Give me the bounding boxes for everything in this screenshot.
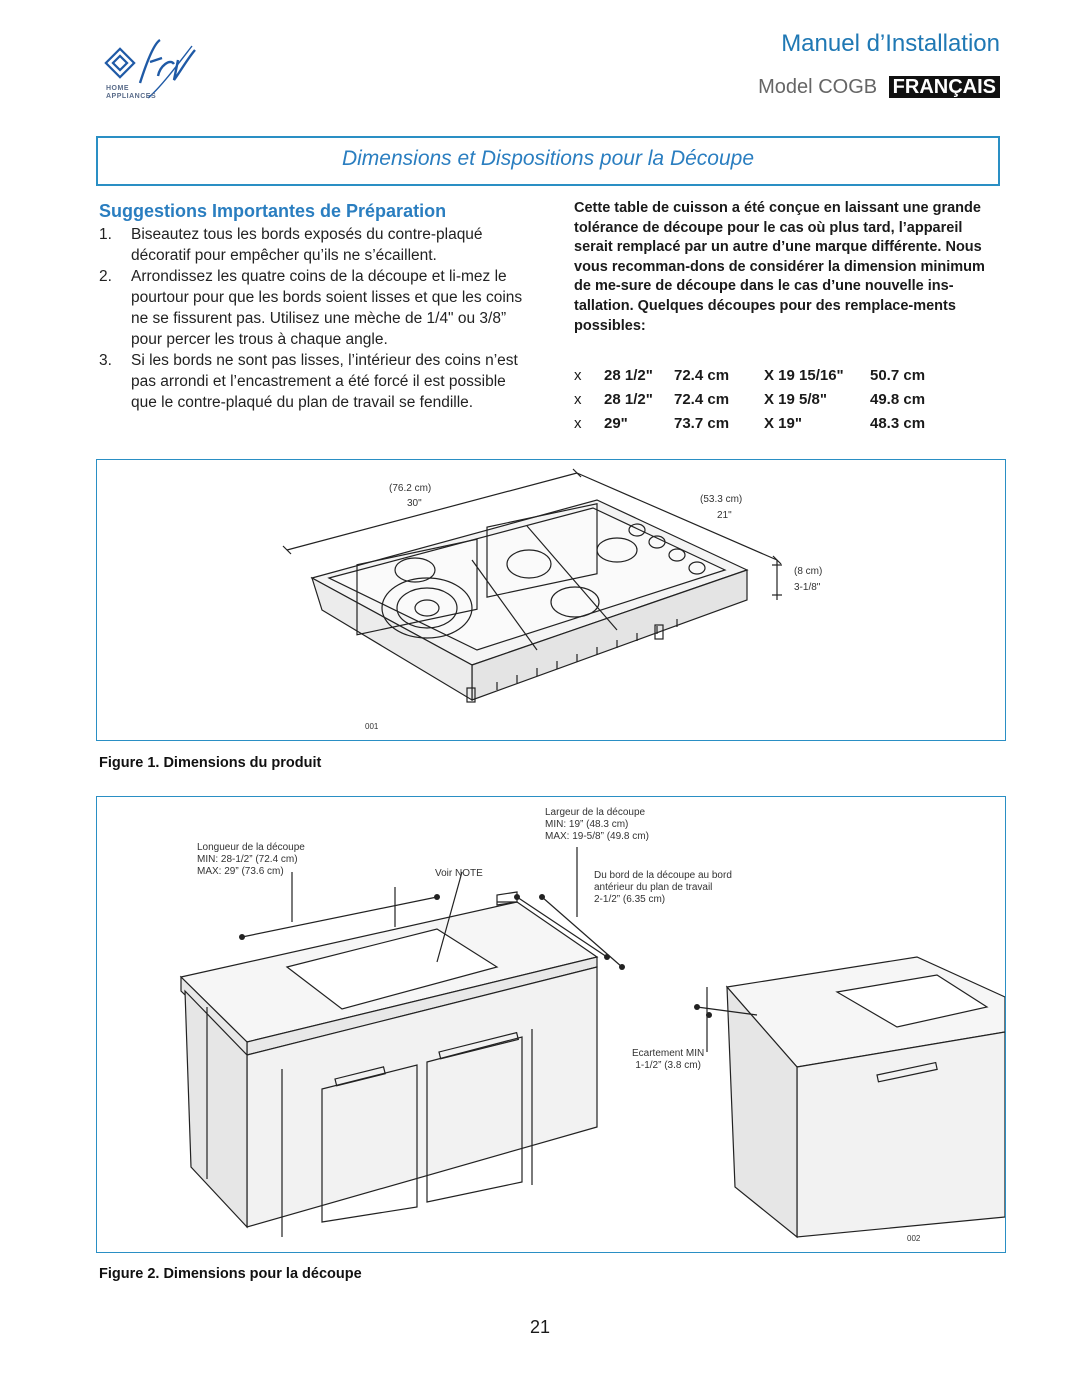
list-item: 1. Biseautez tous les bords exposés du c… bbox=[99, 224, 529, 266]
section-title-box: Dimensions et Dispositions pour la Décou… bbox=[96, 136, 1000, 186]
edge-line-2: antérieur du plan de travail bbox=[594, 882, 713, 893]
fcv-logo bbox=[100, 28, 210, 108]
gap-line-1: Ecartement MIN bbox=[632, 1048, 705, 1059]
note-label: Voir NOTE bbox=[435, 868, 483, 879]
row-bullet: x bbox=[574, 415, 582, 432]
dimension-row: x 29" 73.7 cm X 19" 48.3 cm bbox=[574, 415, 974, 439]
preparation-heading: Suggestions Importantes de Préparation bbox=[99, 201, 447, 221]
edge-line-1: Du bord de la découpe au bord bbox=[594, 870, 732, 881]
figure-1-box: (76.2 cm) 30" (53.3 cm) 21" (8 cm) 3-1/8… bbox=[96, 459, 1006, 741]
row-in1: 28 1/2" bbox=[604, 391, 653, 408]
preparation-list: 1. Biseautez tous les bords exposés du c… bbox=[99, 224, 529, 413]
width-cm-label: (76.2 cm) bbox=[389, 483, 432, 494]
dimension-row: x 28 1/2" 72.4 cm X 19 15/16" 50.7 cm bbox=[574, 367, 974, 391]
cutout-illustration bbox=[179, 847, 1006, 1239]
figure-2-box: Longueur de la découpe MIN: 28-1/2” (72.… bbox=[96, 796, 1006, 1253]
figure-1-code: 001 bbox=[365, 722, 379, 731]
dimension-row: x 28 1/2" 72.4 cm X 19 5/8" 49.8 cm bbox=[574, 391, 974, 415]
item-text: Arrondissez les quatre coins de la décou… bbox=[131, 268, 523, 348]
logo-subtitle: HOME APPLIANCES bbox=[106, 85, 156, 101]
item-number: 2. bbox=[99, 268, 112, 285]
width-in-label: 30" bbox=[407, 498, 422, 509]
row-in1: 28 1/2" bbox=[604, 367, 653, 384]
row-cm1: 73.7 cm bbox=[674, 415, 730, 432]
model-line: Model COGB FRANÇAIS bbox=[758, 76, 1000, 99]
depth-in-label: 21" bbox=[717, 510, 732, 521]
length-label: Longueur de la découpe MIN: 28-1/2” (72.… bbox=[197, 842, 305, 878]
gap-line-2: 1-1/2” (3.8 cm) bbox=[635, 1060, 701, 1071]
list-item: 3. Si les bords ne sont pas lisses, l’in… bbox=[99, 350, 529, 413]
row-cm2: 48.3 cm bbox=[870, 415, 926, 432]
section-title: Dimensions et Dispositions pour la Décou… bbox=[341, 147, 755, 170]
row-bullet: x bbox=[574, 367, 582, 384]
width-title: Largeur de la découpe bbox=[545, 807, 646, 818]
item-number: 1. bbox=[99, 226, 112, 243]
row-in2: X 19 5/8" bbox=[764, 391, 827, 408]
gap-label: Ecartement MIN 1-1/2” (3.8 cm) bbox=[632, 1048, 704, 1072]
cooktop-illustration bbox=[282, 468, 782, 703]
page-number: 21 bbox=[529, 1317, 551, 1337]
manual-title: Manuel d’Installation bbox=[781, 30, 1000, 57]
height-in-label: 3-1/8" bbox=[794, 582, 821, 593]
edge-distance-label: Du bord de la découpe au bord antérieur … bbox=[594, 870, 732, 906]
item-text: Si les bords ne sont pas lisses, l’intér… bbox=[131, 352, 518, 411]
figure-1-caption: Figure 1. Dimensions du produit bbox=[99, 755, 322, 771]
width-label: Largeur de la découpe MIN: 19” (48.3 cm)… bbox=[545, 807, 649, 843]
logo-home: HOME bbox=[106, 85, 129, 92]
model-label: Model bbox=[758, 76, 813, 98]
length-max: MAX: 29” (73.6 cm) bbox=[197, 866, 284, 877]
width-min: MIN: 19” (48.3 cm) bbox=[545, 819, 629, 830]
row-in1: 29" bbox=[604, 415, 628, 432]
row-cm1: 72.4 cm bbox=[674, 391, 730, 408]
figure-2-caption: Figure 2. Dimensions pour la découpe bbox=[99, 1266, 362, 1282]
cutout-dimensions-table: x 28 1/2" 72.4 cm X 19 15/16" 50.7 cm x … bbox=[574, 367, 974, 439]
item-number: 3. bbox=[99, 352, 112, 369]
tolerance-paragraph: Cette table de cuisson a été conçue en l… bbox=[574, 200, 985, 334]
length-min: MIN: 28-1/2” (72.4 cm) bbox=[197, 854, 298, 865]
row-bullet: x bbox=[574, 391, 582, 408]
height-cm-label: (8 cm) bbox=[794, 566, 823, 577]
width-max: MAX: 19-5/8” (49.8 cm) bbox=[545, 831, 649, 842]
row-cm1: 72.4 cm bbox=[674, 367, 730, 384]
row-in2: X 19" bbox=[764, 415, 802, 432]
length-title: Longueur de la découpe bbox=[197, 842, 305, 853]
edge-line-3: 2-1/2” (6.35 cm) bbox=[594, 894, 666, 905]
depth-cm-label: (53.3 cm) bbox=[700, 494, 743, 505]
row-cm2: 50.7 cm bbox=[870, 367, 926, 384]
model-name: COGB bbox=[818, 76, 878, 98]
item-text: Biseautez tous les bords exposés du cont… bbox=[131, 226, 483, 264]
list-item: 2. Arrondissez les quatre coins de la dé… bbox=[99, 266, 529, 350]
row-in2: X 19 15/16" bbox=[764, 367, 844, 384]
figure-2-code: 002 bbox=[907, 1234, 921, 1243]
row-cm2: 49.8 cm bbox=[870, 391, 926, 408]
language-badge: FRANÇAIS bbox=[888, 76, 1000, 98]
logo-appliances: APPLIANCES bbox=[106, 93, 157, 100]
